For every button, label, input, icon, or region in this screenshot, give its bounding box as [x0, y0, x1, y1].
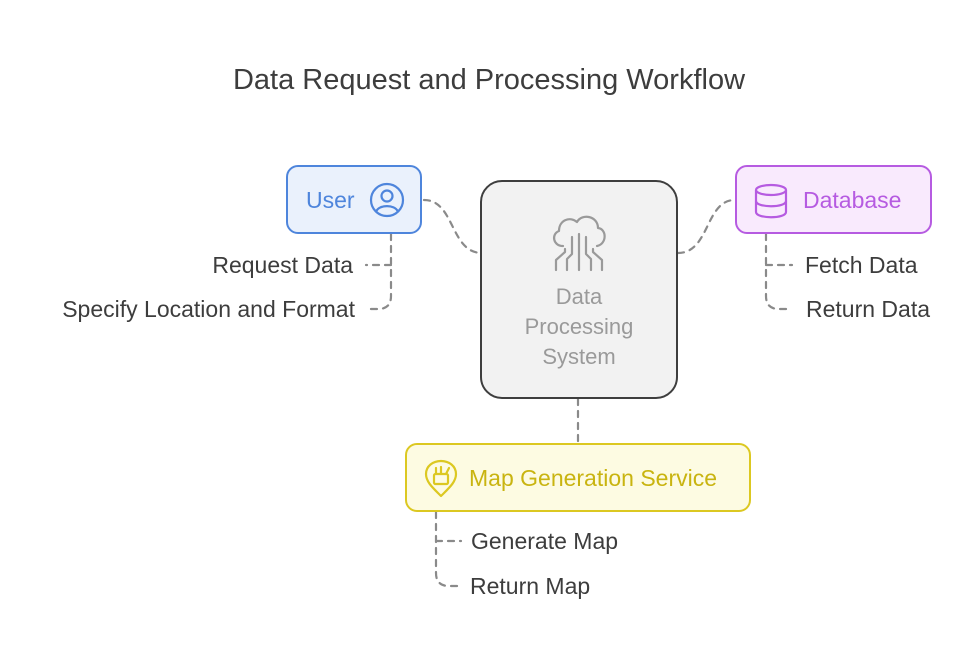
map-service-node: Map Generation Service [405, 443, 751, 512]
diagram-title: Data Request and Processing Workflow [232, 64, 746, 96]
database-steps-connector [764, 232, 794, 311]
database-step-fetch-data: Fetch Data [805, 252, 918, 278]
user-label: User [306, 187, 355, 213]
map-service-label: Map Generation Service [469, 465, 718, 491]
core-label: Data Processing System [524, 284, 634, 369]
database-label: Database [803, 187, 902, 213]
user-steps-connector [364, 232, 393, 311]
map-step-return-map: Return Map [470, 573, 591, 599]
database-step-return-data: Return Data [806, 296, 931, 322]
user-step-request-data: Request Data [212, 252, 353, 278]
cloud-circuit-icon [553, 215, 606, 272]
user-node: User [286, 165, 422, 234]
database-node: Database [735, 165, 932, 234]
user-core-connector [422, 198, 484, 255]
map-pin-icon [424, 459, 458, 498]
user-step-specify-location: Specify Location and Format [62, 296, 355, 322]
user-circle-icon [369, 182, 405, 218]
map-step-generate-map: Generate Map [471, 528, 619, 554]
map-steps-connector [434, 510, 463, 588]
core-node: Data Processing System [480, 180, 678, 399]
core-database-connector [676, 198, 737, 255]
database-icon [754, 183, 788, 219]
